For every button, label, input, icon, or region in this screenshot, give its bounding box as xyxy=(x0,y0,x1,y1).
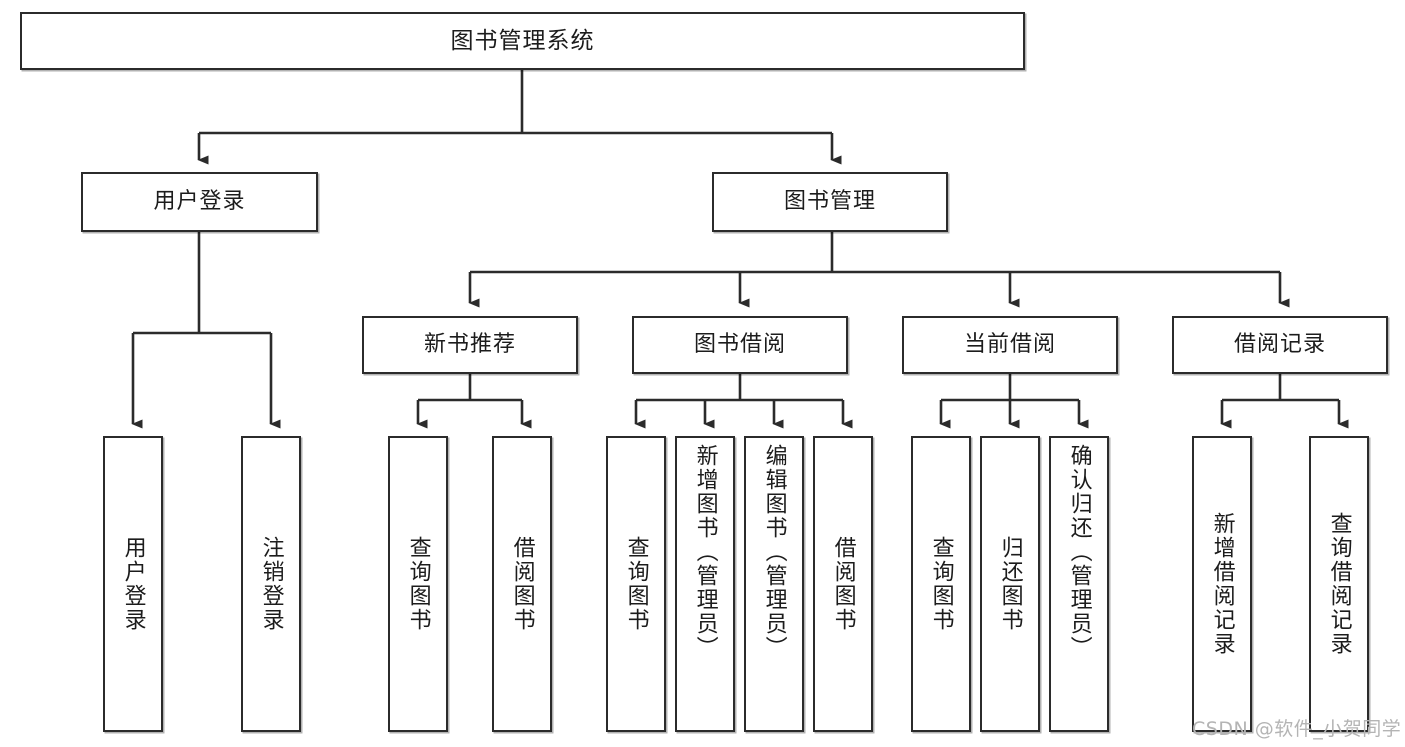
node-leaf-return-book-label: 归还图书 xyxy=(997,536,1023,632)
node-leaf-return-book[interactable]: 归还图书 xyxy=(980,436,1040,732)
node-leaf-query-book-1[interactable]: 查询图书 xyxy=(388,436,448,732)
node-leaf-query-book-1-label: 查询图书 xyxy=(405,536,431,632)
node-leaf-query-book-2-label: 查询图书 xyxy=(623,536,649,632)
node-leaf-query-record[interactable]: 查询借阅记录 xyxy=(1309,436,1369,732)
node-leaf-logout-login[interactable]: 注销登录 xyxy=(241,436,301,732)
node-leaf-borrow-book-2[interactable]: 借阅图书 xyxy=(813,436,873,732)
csdn-watermark: CSDN @软件_小贺同学 xyxy=(1192,718,1402,740)
node-leaf-edit-book[interactable]: 编辑图书（管理员） xyxy=(744,436,804,732)
node-book-manage-label: 图书管理 xyxy=(783,189,876,214)
node-book-borrow[interactable]: 图书借阅 xyxy=(632,316,848,374)
node-new-book-recommend-label: 新书推荐 xyxy=(423,332,516,357)
node-leaf-borrow-book-2-label: 借阅图书 xyxy=(830,536,856,632)
node-borrow-record[interactable]: 借阅记录 xyxy=(1172,316,1388,374)
node-new-book-recommend[interactable]: 新书推荐 xyxy=(362,316,578,374)
node-user-login[interactable]: 用户登录 xyxy=(81,172,318,232)
node-borrow-record-label: 借阅记录 xyxy=(1233,332,1326,357)
node-current-borrow-label: 当前借阅 xyxy=(963,332,1056,357)
node-leaf-user-login[interactable]: 用户登录 xyxy=(103,436,163,732)
node-leaf-query-book-3-label: 查询图书 xyxy=(928,536,954,632)
node-leaf-query-book-3[interactable]: 查询图书 xyxy=(911,436,971,732)
node-root-label: 图书管理系统 xyxy=(450,27,595,54)
node-leaf-query-book-2[interactable]: 查询图书 xyxy=(606,436,666,732)
node-leaf-borrow-book-1-label: 借阅图书 xyxy=(509,536,535,632)
node-leaf-user-login-label: 用户登录 xyxy=(120,536,146,632)
node-book-manage[interactable]: 图书管理 xyxy=(712,172,948,232)
node-root[interactable]: 图书管理系统 xyxy=(20,12,1025,70)
node-leaf-confirm-return[interactable]: 确认归还（管理员） xyxy=(1049,436,1109,732)
node-leaf-borrow-book-1[interactable]: 借阅图书 xyxy=(492,436,552,732)
node-leaf-edit-book-label: 编辑图书（管理员） xyxy=(761,444,787,660)
node-leaf-confirm-return-label: 确认归还（管理员） xyxy=(1066,444,1092,660)
node-user-login-label: 用户登录 xyxy=(153,189,246,214)
node-leaf-query-record-label: 查询借阅记录 xyxy=(1326,512,1352,656)
node-leaf-add-book[interactable]: 新增图书（管理员） xyxy=(675,436,735,732)
node-book-borrow-label: 图书借阅 xyxy=(693,332,786,357)
node-leaf-add-record-label: 新增借阅记录 xyxy=(1209,512,1235,656)
node-leaf-logout-login-label: 注销登录 xyxy=(258,536,284,632)
node-leaf-add-book-label: 新增图书（管理员） xyxy=(692,444,718,660)
node-current-borrow[interactable]: 当前借阅 xyxy=(902,316,1118,374)
node-leaf-add-record[interactable]: 新增借阅记录 xyxy=(1192,436,1252,732)
